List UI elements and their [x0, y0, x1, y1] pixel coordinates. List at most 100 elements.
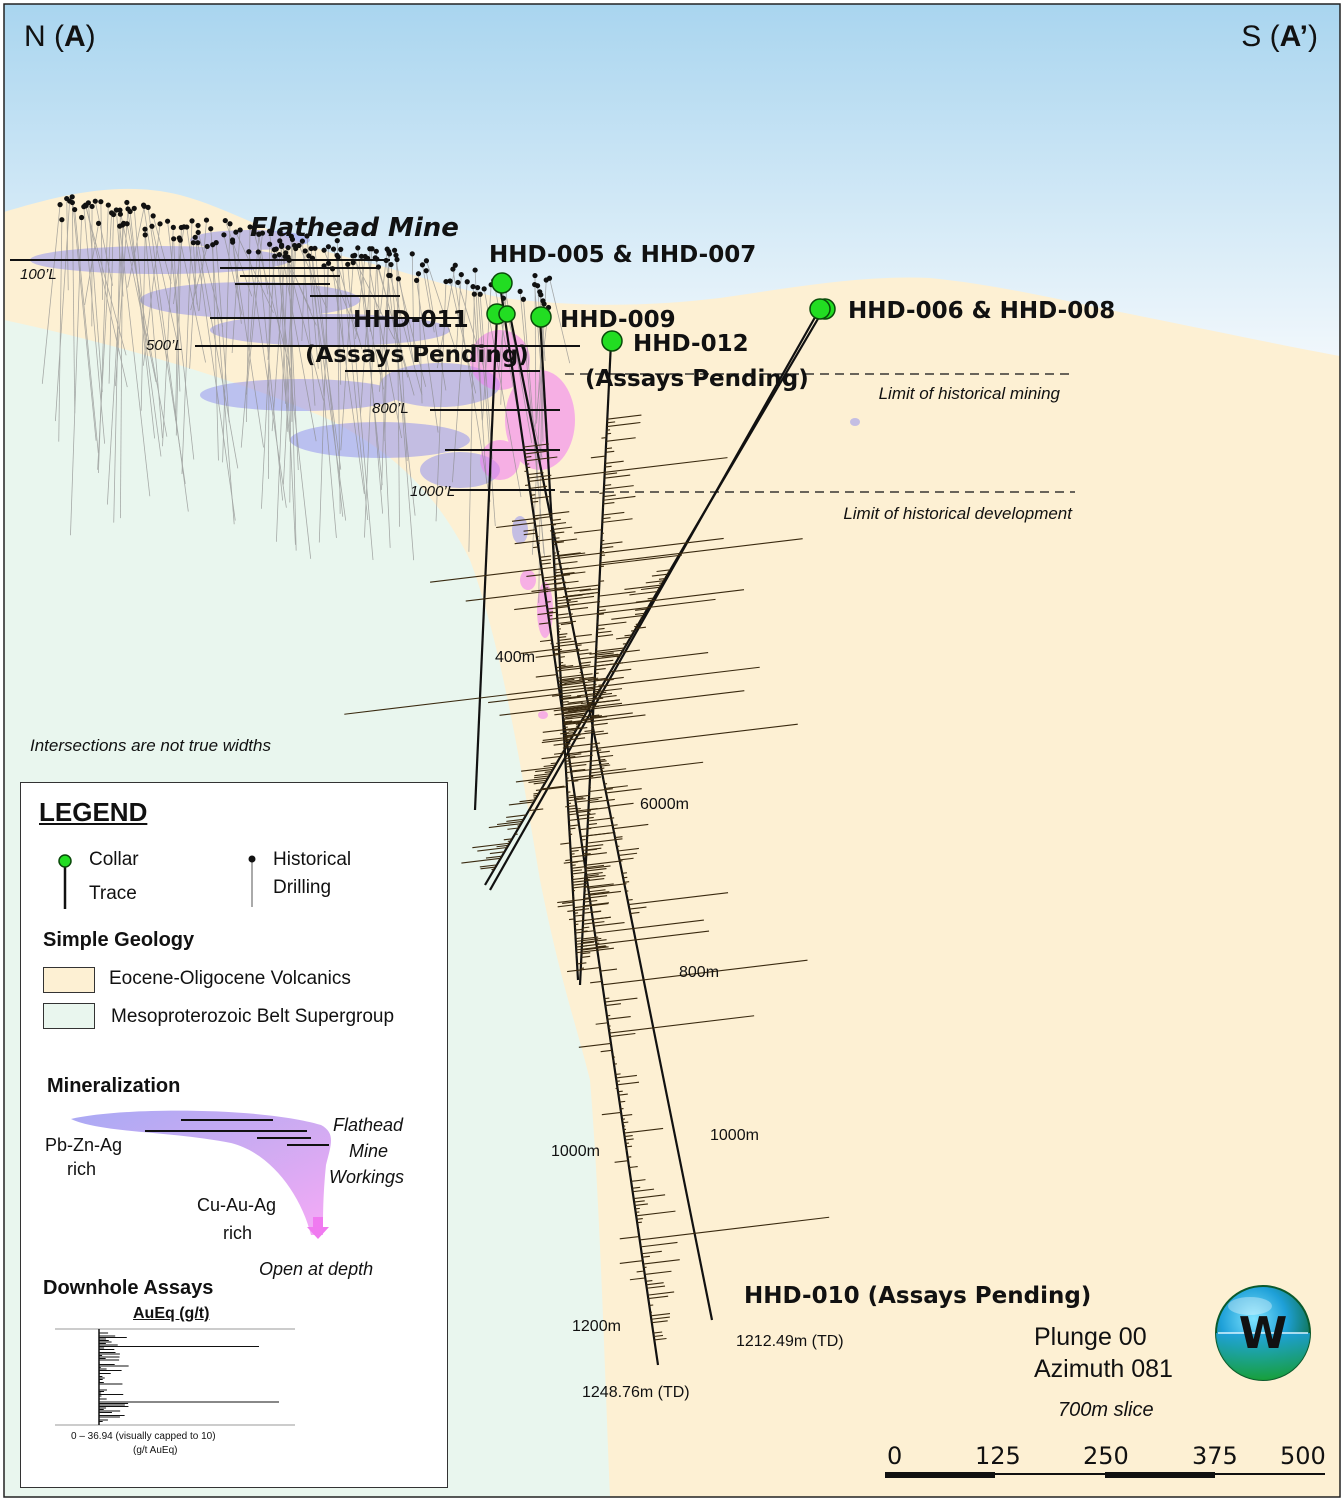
north-label: N (A): [24, 20, 96, 53]
hhd-009-label: HHD-009: [560, 307, 676, 333]
scale-tick-375: 375: [1192, 1442, 1238, 1470]
historical-collar: [386, 251, 393, 257]
historical-collar: [345, 261, 351, 267]
historical-collar: [251, 229, 257, 236]
historical-collar: [117, 207, 123, 213]
historical-collar: [475, 284, 481, 291]
legend-pbzn: Pb-Zn-Ag: [45, 1135, 123, 1155]
scale-tick-125: 125: [975, 1442, 1021, 1470]
legend-workings-3: Workings: [329, 1167, 405, 1187]
historical-collar: [277, 229, 283, 235]
depth-400m: 400m: [495, 649, 535, 666]
historical-collar: [289, 236, 296, 242]
historical-collar: [367, 246, 373, 252]
historical-collar: [267, 241, 273, 247]
historical-collar: [69, 194, 75, 200]
td-hhd-010: 1212.49m (TD): [736, 1333, 844, 1350]
legend-title: LEGEND: [39, 797, 148, 827]
historical-collar: [471, 291, 477, 297]
level-100-label: 100’L: [20, 266, 57, 283]
hhd-010-label: HHD-010 (Assays Pending): [744, 1283, 1091, 1309]
limit-development-label: Limit of historical development: [843, 504, 1073, 523]
historical-collar: [230, 239, 236, 245]
legend-meso: Mesoproterozoic Belt Supergroup: [111, 1006, 395, 1027]
historical-collar: [330, 246, 337, 252]
historical-collar: [92, 198, 98, 204]
historical-collar: [117, 211, 123, 217]
historical-collar: [117, 223, 123, 229]
historical-collar: [472, 267, 478, 273]
hhd-006-008-label: HHD-006 & HHD-008: [848, 298, 1115, 324]
hhd-012-status: (Assays Pending): [585, 366, 809, 392]
historical-collar: [329, 266, 336, 272]
historical-collar: [350, 260, 356, 266]
historical-collar: [414, 277, 420, 283]
historical-collar: [415, 271, 422, 277]
historical-collar: [276, 252, 283, 258]
level-1000-label: 1000’L: [410, 483, 455, 500]
legend-workings-1: Flathead: [333, 1115, 404, 1135]
historical-collar: [227, 221, 233, 227]
scale-tick-0: 0: [887, 1442, 902, 1470]
historical-collar: [423, 268, 429, 274]
south-label: S (A’): [1241, 20, 1318, 53]
historical-collar: [221, 232, 227, 238]
historical-collar: [470, 284, 476, 290]
slice-label: 700m slice: [1058, 1399, 1154, 1421]
historical-collar: [233, 229, 239, 235]
historical-collar: [57, 202, 63, 208]
historical-collar: [195, 222, 201, 229]
legend-geology-title: Simple Geology: [43, 929, 195, 951]
historical-collar: [450, 266, 456, 272]
historical-collar: [150, 213, 156, 219]
historical-collar: [325, 244, 332, 250]
legend-assays-unit: AuEq (g/t): [133, 1305, 210, 1322]
collar-hhd-012: [601, 330, 623, 352]
plunge-label: Plunge 00: [1034, 1323, 1147, 1351]
historical-collar: [388, 261, 394, 268]
historical-collar: [309, 255, 316, 261]
historical-collar: [384, 246, 390, 252]
hhd-011-status: (Assays Pending): [305, 342, 529, 368]
collar-hhd-005-007: [491, 272, 513, 294]
historical-collar: [149, 223, 155, 229]
hhd-012-label: HHD-012: [633, 331, 749, 357]
historical-collar: [386, 272, 392, 278]
legend-historical: Historical: [273, 849, 352, 870]
eocene-swatch: [43, 967, 95, 993]
historical-collar: [208, 226, 214, 232]
historical-collar: [237, 227, 243, 233]
historical-collars: [57, 194, 553, 311]
historical-collar: [334, 252, 340, 258]
historical-collar: [72, 206, 78, 213]
historical-collar: [131, 205, 137, 211]
historical-collar: [443, 278, 449, 285]
historical-collar: [89, 203, 95, 210]
historical-collar: [195, 229, 201, 236]
hhd-011-label: HHD-011: [353, 307, 469, 333]
legend-assays-range: 0 – 36.94 (visually capped to 10): [71, 1431, 216, 1442]
historical-collar: [69, 199, 75, 206]
historical-collar: [204, 243, 210, 250]
historical-collar: [321, 263, 327, 269]
historical-collar: [278, 243, 285, 249]
historical-collar: [95, 220, 102, 226]
historical-collar: [109, 210, 115, 216]
widths-note: Intersections are not true widths: [30, 736, 271, 755]
depth-800m: 800m: [679, 964, 719, 981]
historical-collar: [325, 260, 332, 266]
legend-eocene: Eocene-Oligocene Volcanics: [109, 968, 351, 989]
historical-collar: [164, 218, 171, 224]
historical-collar: [312, 245, 318, 251]
historical-collar: [192, 234, 198, 240]
historical-collar: [190, 240, 196, 246]
historical-collar: [321, 247, 327, 253]
historical-collar: [383, 257, 389, 264]
limit-mining-label: Limit of historical mining: [879, 384, 1061, 403]
historical-collar: [127, 208, 133, 215]
depth-1000m-a: 1000m: [710, 1127, 759, 1144]
historical-drilling-icon: [248, 855, 256, 907]
historical-collar: [419, 262, 426, 268]
scale-tick-250: 250: [1083, 1442, 1129, 1470]
